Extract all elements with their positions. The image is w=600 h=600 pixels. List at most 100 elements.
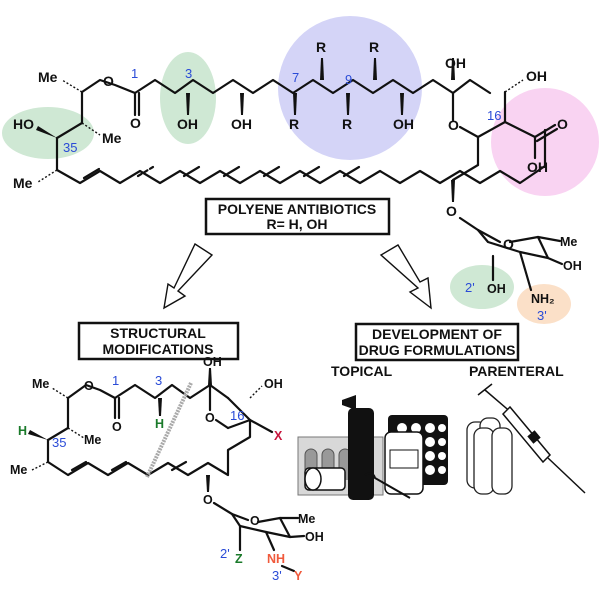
wedge-r-c10	[373, 58, 377, 80]
label-b-o-glyco: O	[203, 493, 213, 507]
label-b-x: X	[274, 429, 283, 443]
label-me-c36: Me	[102, 130, 122, 146]
label-o-glyco: O	[446, 203, 457, 219]
bond-b-db1	[70, 460, 88, 472]
wedge-b-h-c3	[158, 398, 162, 416]
label-nh2: NH₂	[531, 292, 555, 306]
label-oh-c3: OH	[177, 116, 198, 132]
bond-b-sugar-oh	[288, 534, 306, 539]
box-title-line2: R= H, OH	[266, 216, 327, 232]
label-b-oh-c13: OH	[203, 355, 222, 369]
num-c7: 7	[292, 70, 299, 85]
bond-ring-o2	[458, 125, 480, 139]
label-b-oh-sugar: OH	[305, 530, 324, 544]
num-c1: 1	[131, 66, 138, 81]
label-oh-c5: OH	[231, 116, 252, 132]
label-o-ring: O	[448, 117, 459, 133]
hatch-oh-c15	[504, 79, 524, 93]
highlight-c3p	[517, 284, 571, 324]
num-c16: 16	[487, 108, 501, 123]
bond-chain-top-left	[80, 78, 492, 95]
bond-c16-cooh	[503, 120, 537, 139]
label-parenteral: PARENTERAL	[469, 363, 564, 379]
highlight-c2p	[450, 265, 514, 309]
bond-double-5	[262, 165, 281, 178]
bottle-label	[389, 449, 419, 469]
spray-nozzle-icon	[342, 395, 356, 410]
right-box-line2: DRUG FORMULATIONS	[359, 342, 516, 358]
blister-pills	[397, 423, 446, 475]
label-oh-c11: OH	[393, 116, 414, 132]
wedge-b-h-c35	[28, 430, 48, 440]
parenteral-formulations-illustration	[466, 383, 586, 495]
num-b-c35: 35	[52, 435, 66, 450]
bond-b-c16-x	[248, 418, 274, 434]
bond-cooh-o	[533, 123, 557, 139]
label-oh-c13: OH	[445, 55, 466, 71]
bond-b-chain	[66, 383, 230, 400]
wedge-oh-c11	[400, 93, 404, 115]
left-box-line1: STRUCTURAL	[110, 325, 206, 341]
label-oh-sugar: OH	[563, 259, 582, 273]
bond-c19-c20	[451, 163, 480, 182]
label-b-o-sugar: O	[250, 514, 260, 528]
drug-formulations-box: DEVELOPMENT OF DRUG FORMULATIONS	[354, 322, 520, 362]
label-b-me-c37: Me	[32, 377, 49, 391]
hatch-b-me-c36	[67, 427, 85, 439]
label-r-c10: R	[369, 39, 379, 55]
topical-formulations-illustration	[297, 395, 448, 500]
wedge-ho-c35	[36, 126, 57, 138]
num-c3p: 3'	[537, 308, 547, 323]
num-b-c3: 3	[155, 373, 162, 388]
bond-b-c16	[226, 418, 252, 430]
wedge-oh-c3	[186, 93, 190, 115]
tube-cap	[304, 467, 322, 491]
label-r-c9: R	[342, 116, 352, 132]
label-o-cooh: O	[557, 116, 568, 132]
bond-double-2	[136, 165, 155, 178]
hatch-me-c34	[37, 169, 58, 183]
polyene-antibiotics-box: POLYENE ANTIBIOTICS R= H, OH	[204, 197, 391, 236]
label-b-h-c35: H	[18, 424, 27, 438]
bond-sugar-oh	[546, 256, 564, 266]
label-oh-c15: OH	[526, 68, 547, 84]
bond-double-4	[222, 165, 241, 178]
highlight-c7-c11	[278, 16, 422, 160]
wedge-b-oh-c13	[208, 368, 212, 385]
wedge-r-c9	[346, 93, 350, 115]
wedge-b-glyco	[206, 475, 210, 492]
wedge-oh-c13	[451, 58, 455, 80]
syringe-icon	[477, 383, 586, 494]
label-oh-c2p: OH	[487, 282, 506, 296]
box-title-line1: POLYENE ANTIBIOTICS	[218, 201, 376, 217]
label-b-me-c34: Me	[10, 463, 27, 477]
spray-can-icon	[348, 408, 374, 500]
cleavage-line	[145, 382, 193, 478]
num-b-c16: 16	[230, 408, 244, 423]
label-ho-c35: HO	[13, 116, 34, 132]
num-c2p: 2'	[465, 280, 475, 295]
label-b-y: Y	[294, 569, 303, 583]
label-b-o-carbonyl: O	[112, 420, 122, 434]
wedge-r-c7	[293, 93, 297, 115]
vials-icon	[466, 417, 513, 495]
bond-sugar-me	[536, 235, 562, 243]
arrow-to-structural	[163, 242, 214, 310]
hatch-me-c37	[61, 79, 83, 93]
label-b-oh-c15: OH	[264, 377, 283, 391]
bond-b-nh-y	[280, 564, 296, 573]
bottom-molecule: Me O O H Me Me H OH O OH X 1 3 16 35 O O…	[10, 355, 324, 583]
label-r-c7: R	[289, 116, 299, 132]
left-box-line2: MODIFICATIONS	[103, 341, 214, 357]
label-me-c34: Me	[13, 175, 33, 191]
bond-double-1	[82, 167, 101, 180]
label-b-me-sugar: Me	[298, 512, 315, 526]
top-molecule: Me O O HO Me Me OH OH R R R R OH OH O OH…	[13, 39, 582, 323]
bond-ring-c16	[476, 120, 507, 139]
bond-b-db2	[110, 460, 128, 472]
bond-double-6	[302, 165, 321, 178]
bond-double-7	[342, 165, 361, 178]
label-me-sugar: Me	[560, 235, 577, 249]
bond-double-3	[182, 165, 201, 178]
